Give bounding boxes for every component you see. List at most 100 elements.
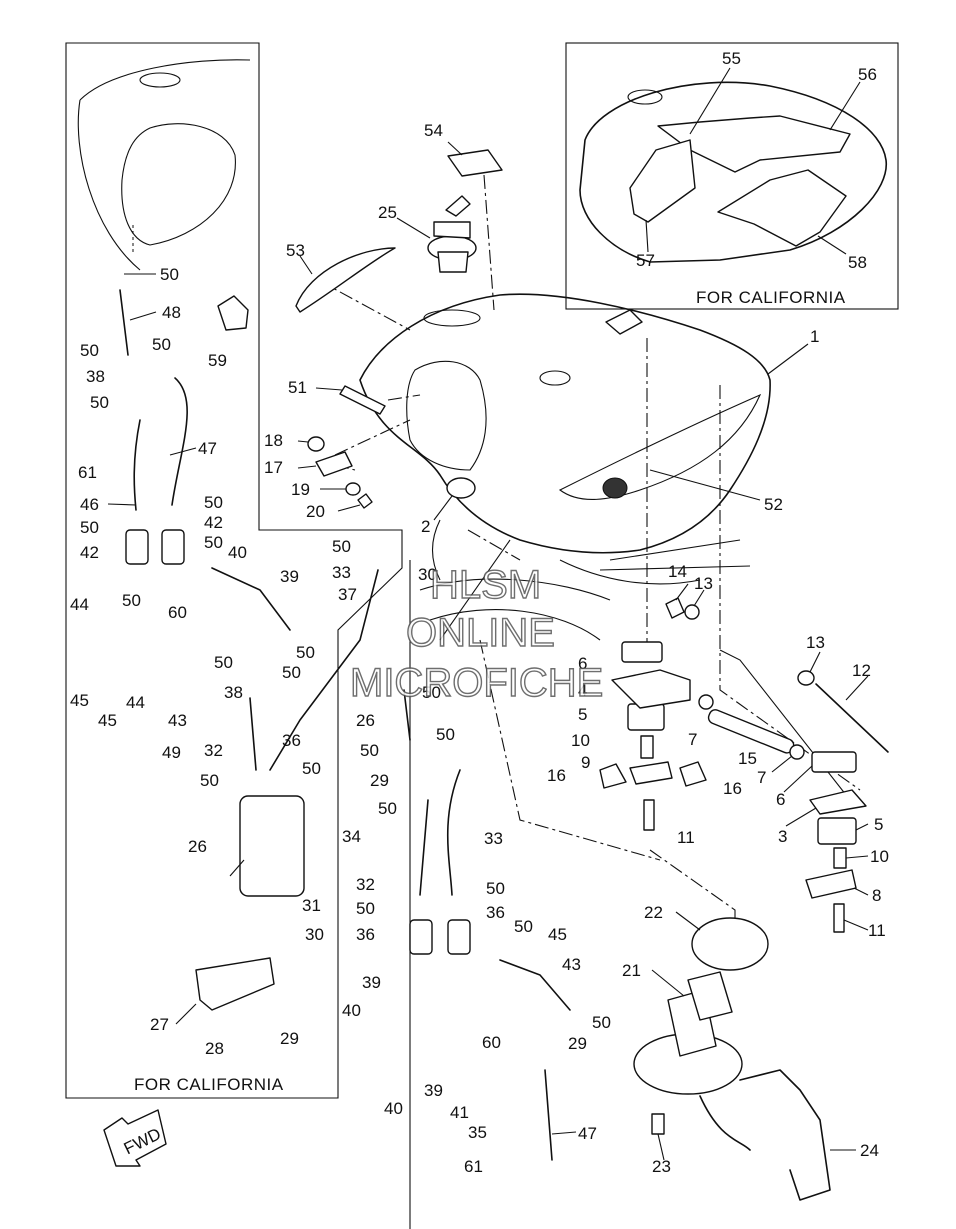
callout-50: 50	[378, 799, 397, 818]
part-18	[307, 436, 325, 452]
inset-tank	[579, 81, 887, 263]
bolt-23	[651, 1113, 665, 1135]
gasket-22	[691, 917, 769, 971]
hose-32b	[419, 799, 429, 896]
bolt-12	[815, 683, 889, 753]
callout-numbers: 1 2 3 4 5 5 6 6 7 7 8 9 10 10 11 11 12 1…	[70, 49, 889, 1176]
callout-61: 61	[78, 463, 97, 482]
callout-48: 48	[162, 303, 181, 322]
callout-35: 35	[468, 1123, 487, 1142]
collar-10a	[640, 735, 654, 759]
callout-22: 22	[644, 903, 663, 922]
callout-45: 45	[70, 691, 89, 710]
hose-33b	[446, 769, 461, 896]
callout-29: 29	[280, 1029, 299, 1048]
callout-50: 50	[356, 899, 375, 918]
callout-5: 5	[874, 815, 883, 834]
callout-29: 29	[568, 1034, 587, 1053]
fitting-36a	[409, 919, 433, 955]
callout-53: 53	[286, 241, 305, 260]
hose-47b	[544, 1069, 553, 1161]
part-19	[345, 482, 361, 496]
callout-13: 13	[806, 633, 825, 652]
callout-50: 50	[122, 591, 141, 610]
fwd-arrow: FWD	[103, 1109, 167, 1167]
callout-40: 40	[228, 543, 247, 562]
callout-11: 11	[868, 921, 886, 940]
callout-5: 5	[578, 705, 587, 724]
callout-11: 11	[677, 828, 695, 847]
callout-50: 50	[152, 335, 171, 354]
hose-26b	[403, 689, 411, 741]
callout-50: 50	[486, 879, 505, 898]
bracket-27	[195, 957, 275, 1011]
callout-14: 14	[668, 562, 687, 581]
callout-26: 26	[188, 837, 207, 856]
left-panel-tank-outline	[77, 59, 251, 271]
callout-46: 46	[80, 495, 99, 514]
bolt-11a	[643, 799, 655, 831]
callout-33: 33	[484, 829, 503, 848]
washer-7a	[698, 694, 714, 710]
callout-1: 1	[810, 327, 819, 346]
fuel-pump-21	[633, 971, 743, 1095]
callout-40: 40	[342, 1001, 361, 1020]
callout-31: 31	[302, 896, 321, 915]
callout-50: 50	[422, 683, 441, 702]
wire-pump	[699, 1095, 751, 1151]
callout-10: 10	[571, 731, 590, 750]
caption-for-california-inset: FOR CALIFORNIA	[696, 288, 846, 307]
tube-51	[339, 385, 386, 415]
callout-39: 39	[362, 973, 381, 992]
callout-44: 44	[70, 595, 89, 614]
callout-41: 41	[450, 1103, 469, 1122]
clip-16a	[599, 763, 627, 789]
callout-39: 39	[280, 567, 299, 586]
callout-30: 30	[418, 565, 437, 584]
callout-19: 19	[291, 480, 310, 499]
callout-38: 38	[224, 683, 243, 702]
callout-50: 50	[360, 741, 379, 760]
callout-37: 37	[338, 585, 357, 604]
callout-43: 43	[168, 711, 187, 730]
callout-34: 34	[342, 827, 361, 846]
callout-40: 40	[384, 1099, 403, 1118]
fitting-42a	[125, 529, 149, 565]
california-inset-box	[565, 42, 899, 310]
hose-46	[133, 419, 141, 511]
watermark-line-2: ONLINE	[406, 611, 555, 655]
callout-21: 21	[622, 961, 641, 980]
nut-14	[665, 597, 685, 619]
bracket-9	[629, 761, 673, 785]
callout-3: 3	[778, 827, 787, 846]
watermark-line-1: HLSM	[430, 563, 541, 607]
callout-6: 6	[776, 790, 785, 809]
callout-50: 50	[296, 643, 315, 662]
callout-7: 7	[757, 768, 766, 787]
fitting-36b	[447, 919, 471, 955]
callout-32: 32	[356, 875, 375, 894]
callout-29: 29	[370, 771, 389, 790]
callout-6: 6	[578, 654, 587, 673]
hose-33a	[269, 569, 379, 771]
watermark: HLSM ONLINE MICROFICHE	[349, 562, 604, 705]
callout-36: 36	[486, 903, 505, 922]
rubber-6a	[621, 641, 663, 663]
callout-30: 30	[305, 925, 324, 944]
callout-51: 51	[288, 378, 307, 397]
callout-50: 50	[214, 653, 233, 672]
callout-7: 7	[688, 730, 697, 749]
callout-18: 18	[264, 431, 283, 450]
grommet-2	[446, 477, 476, 499]
washer-7b	[789, 744, 805, 760]
callout-23: 23	[652, 1157, 671, 1176]
callout-17: 17	[264, 458, 283, 477]
callout-50: 50	[332, 537, 351, 556]
callout-36: 36	[356, 925, 375, 944]
callout-50: 50	[592, 1013, 611, 1032]
callout-42: 42	[204, 513, 223, 532]
callout-45: 45	[548, 925, 567, 944]
callout-57: 57	[636, 251, 655, 270]
hose-39a	[211, 567, 291, 631]
callout-50: 50	[204, 493, 223, 512]
